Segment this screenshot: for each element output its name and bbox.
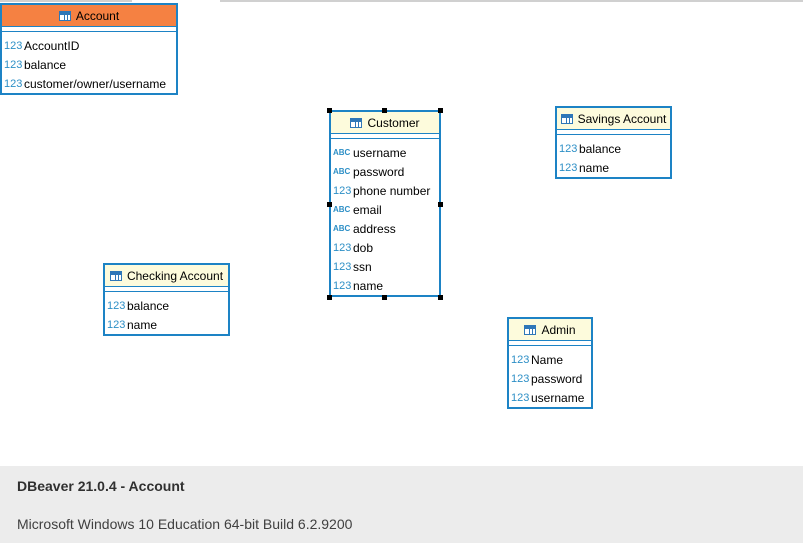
resize-handle-sw[interactable] <box>327 295 332 300</box>
field-name: customer/owner/username <box>24 76 167 91</box>
field-name: Name <box>531 352 564 367</box>
numeric-type-icon: 123 <box>559 142 578 155</box>
field-name: dob <box>353 240 374 255</box>
entity-divider <box>509 341 591 346</box>
string-type-icon: ABC <box>333 205 351 214</box>
field-name: username <box>353 145 407 160</box>
numeric-type-icon: 123 <box>333 241 352 254</box>
numeric-type-icon: 123 <box>511 391 530 404</box>
numeric-type-icon: 123 <box>107 299 126 312</box>
numeric-type-icon: 123 <box>4 58 23 71</box>
resize-handle-se[interactable] <box>438 295 443 300</box>
entity-title: Admin <box>541 322 576 337</box>
resize-handle-s[interactable] <box>382 295 387 300</box>
numeric-type-icon: 123 <box>333 279 352 292</box>
field-name: ssn <box>353 259 372 274</box>
entity-header[interactable]: Customer <box>331 112 439 134</box>
field-name: name <box>579 160 610 175</box>
numeric-type-icon: 123 <box>4 77 23 90</box>
numeric-type-icon: 123 <box>4 39 23 52</box>
field-name: address <box>353 221 396 236</box>
resize-handle-nw[interactable] <box>327 108 332 113</box>
entity-title: Account <box>75 8 120 23</box>
resize-handle-ne[interactable] <box>438 108 443 113</box>
field-name: name <box>353 278 384 293</box>
string-type-icon: ABC <box>333 224 351 233</box>
field-name: username <box>531 390 585 405</box>
resize-handle-n[interactable] <box>382 108 387 113</box>
numeric-type-icon: 123 <box>333 260 352 273</box>
entity-divider <box>331 134 439 139</box>
resize-handle-e[interactable] <box>438 202 443 207</box>
entity-header[interactable]: Savings Account <box>557 108 670 130</box>
numeric-type-icon: 123 <box>511 372 530 385</box>
table-icon <box>109 270 122 281</box>
table-icon <box>524 324 537 335</box>
entity-title: Savings Account <box>577 111 667 126</box>
app-version-title: DBeaver 21.0.4 - Account <box>17 478 185 494</box>
table-icon <box>560 113 573 124</box>
field-name: AccountID <box>24 38 80 53</box>
entity-header[interactable]: Checking Account <box>105 265 228 287</box>
table-icon <box>58 10 71 21</box>
entity-divider <box>2 27 176 32</box>
field-name: email <box>353 202 382 217</box>
string-type-icon: ABC <box>333 167 351 176</box>
entity-header[interactable]: Admin <box>509 319 591 341</box>
numeric-type-icon: 123 <box>559 161 578 174</box>
numeric-type-icon: 123 <box>107 318 126 331</box>
field-name: balance <box>24 57 67 72</box>
entity-title: Checking Account <box>126 268 224 283</box>
field-name: password <box>531 371 583 386</box>
field-name: name <box>127 317 158 332</box>
string-type-icon: ABC <box>333 148 351 157</box>
status-footer: DBeaver 21.0.4 - Account Microsoft Windo… <box>0 466 803 543</box>
numeric-type-icon: 123 <box>333 184 352 197</box>
table-icon <box>350 117 363 128</box>
entity-header[interactable]: Account <box>2 5 176 27</box>
field-name: balance <box>579 141 622 156</box>
top-divider-right <box>220 0 803 2</box>
numeric-type-icon: 123 <box>511 353 530 366</box>
field-name: balance <box>127 298 170 313</box>
entity-divider <box>557 130 670 135</box>
field-name: password <box>353 164 405 179</box>
resize-handle-w[interactable] <box>327 202 332 207</box>
top-divider-left <box>0 0 132 2</box>
entity-divider <box>105 287 228 292</box>
os-info: Microsoft Windows 10 Education 64-bit Bu… <box>17 516 353 532</box>
field-name: phone number <box>353 183 431 198</box>
entity-title: Customer <box>367 115 420 130</box>
